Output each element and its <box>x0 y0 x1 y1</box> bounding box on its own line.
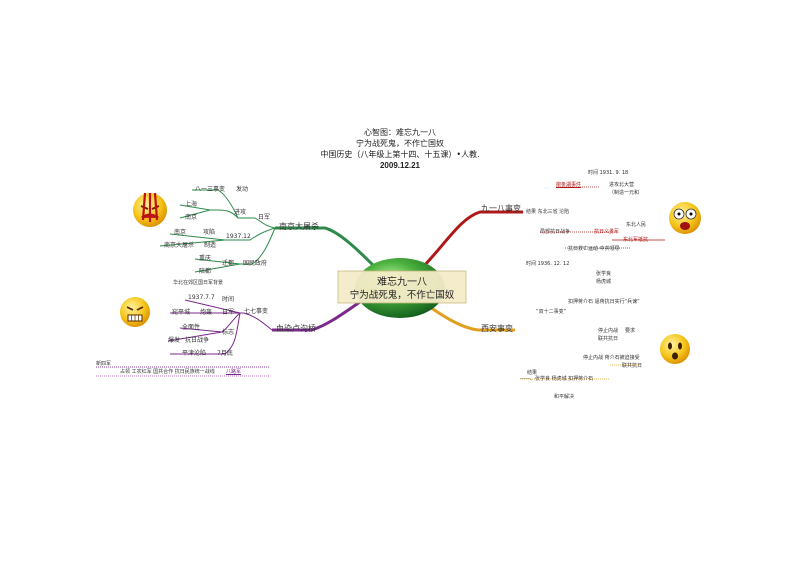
node-jubu-kangri: 局部抗日战争 <box>540 229 571 235</box>
node-date-1937-12: 1937.12 <box>226 233 251 240</box>
node-rijun-2: 日军 <box>222 309 235 316</box>
jiuyiba-subtree-lines <box>540 186 665 249</box>
node-nanjing-city: 南京 <box>185 214 198 221</box>
node-wanping: 宛平城 <box>172 309 191 316</box>
center-line2: 宁为战死鬼，不作亡国奴 <box>349 290 455 301</box>
node-zhizao-yiyuan: （制造一元和 <box>609 190 640 196</box>
node-lianhe-kangri: 联共抗日 <box>622 363 643 369</box>
node-biaozhi: 标志 <box>222 329 235 336</box>
node-kangri: 抗日战争 <box>185 337 210 344</box>
node-yaoqiu: 要求 <box>625 328 636 334</box>
node-jiuyiba-time: 时间 1931. 9. 18 <box>588 170 629 176</box>
header-line2: 宁为战死鬼，不作亡国奴 <box>356 139 444 148</box>
node-shanghai: 上海 <box>185 201 198 208</box>
node-xian-result-note: ——、张学良 杨虎城 扣押蒋介石 <box>520 376 594 382</box>
node-nanjing-note: 华北在郊区国日军背景 <box>173 280 224 286</box>
node-qiqi: 七七事变 <box>244 308 269 315</box>
node-dongbeijun: 东北军抵抗 <box>623 237 649 243</box>
node-nanjing-a: 南京 <box>174 229 187 236</box>
node-peidu: 陪都 <box>199 268 212 275</box>
branch-nanjing-datusha: 南京大屠杀 <box>279 222 319 231</box>
xuerang-subtree-lines <box>96 299 273 377</box>
node-quanmian: 全面性 <box>182 324 201 331</box>
node-qiandu: 迁都 <box>222 260 235 267</box>
node-jingong: 进攻 <box>234 209 247 216</box>
node-chongqing: 重庆 <box>199 255 212 262</box>
node-kangri-jiuwang: 抗日救亡运动·中共领导 <box>568 246 620 252</box>
branch-xian: 西安事变 <box>481 324 513 333</box>
node-paohong: 炮轰 <box>200 309 213 316</box>
node-tingzhi-neizhan: 停止内战 <box>598 328 619 334</box>
node-datusha: 南京大屠杀 <box>164 242 195 249</box>
branch-line-jiuyiba <box>418 210 523 272</box>
header-line1: 心智图：难忘九一八 <box>364 128 436 137</box>
node-7yuedi: 7月底 <box>217 350 233 357</box>
angry-face-icon-left-top <box>133 192 167 227</box>
node-left-note: 占领 工农红军 国共合作 抗日民族统一战线 <box>120 369 215 375</box>
node-shijian: 时间 <box>222 296 235 303</box>
node-pingjin: 平津沦陷 <box>182 350 207 357</box>
node-kangri-yiyongjun: 抗日义勇军 <box>594 229 620 235</box>
link-baluju[interactable]: 八路军 <box>226 369 242 375</box>
center-line1: 难忘九一八 <box>377 277 427 288</box>
xian-subtree-lines <box>520 364 640 380</box>
surprised-face-icon-right-bottom <box>660 334 690 364</box>
node-xian-time: 时间 1936. 12. 12 <box>526 261 570 267</box>
node-guomin: 国民政府 <box>243 260 268 267</box>
branch-jiuyiba: 九一八事变 <box>481 204 521 213</box>
branch-xuerang-lugouqiao: 血染卢沟桥 <box>276 324 316 333</box>
center-label-box <box>337 270 467 304</box>
node-shuangshier: “双十二事变” <box>536 309 567 315</box>
node-xinsijun: 新四军 <box>96 361 112 367</box>
node-date-1937-7-7: 1937.7.7 <box>188 294 215 301</box>
node-tingzhi-2: 停止内战 蒋介石被迫接受 <box>583 355 640 361</box>
nanjing-subtree-lines <box>159 189 276 273</box>
node-xian-result: 结果 <box>527 370 538 376</box>
node-jingong-beidaying: 进攻北大营 <box>609 182 635 188</box>
node-baofa: 爆发 <box>168 337 181 344</box>
node-gongxian: 攻陷 <box>203 229 216 236</box>
node-bingjian-detail: 扣押蒋介石 逼蒋抗日实行“兵谏” <box>568 299 640 305</box>
node-heping: 和平解决 <box>554 394 575 400</box>
node-fadong: 发动 <box>236 186 249 193</box>
link-liutiaohu[interactable]: 柳条湖事件 <box>556 182 582 188</box>
header-date: 2009.12.21 <box>379 161 421 170</box>
node-rijun: 日军 <box>258 214 271 221</box>
node-zhizao: 制造 <box>204 242 217 249</box>
node-yanghucheng: 杨虎城 <box>596 279 612 285</box>
node-liangong-kangri: 联共抗日 <box>598 336 619 342</box>
node-zhangxueliang: 张学良 <box>596 271 612 277</box>
branch-line-nanjing <box>275 226 382 274</box>
node-jiuyiba-result: 结果 东北三省 沦陷 <box>526 209 570 215</box>
angry-teeth-face-icon-left-bottom <box>120 297 150 327</box>
header-line3: 中国历史（八年级上第十四、十五课）•人教. <box>320 150 480 159</box>
shocked-face-icon-right-top <box>669 202 701 234</box>
node-yiersan: 八一三事变 <box>195 186 226 193</box>
node-dongbei-renmin: 东北人民 <box>626 222 647 228</box>
